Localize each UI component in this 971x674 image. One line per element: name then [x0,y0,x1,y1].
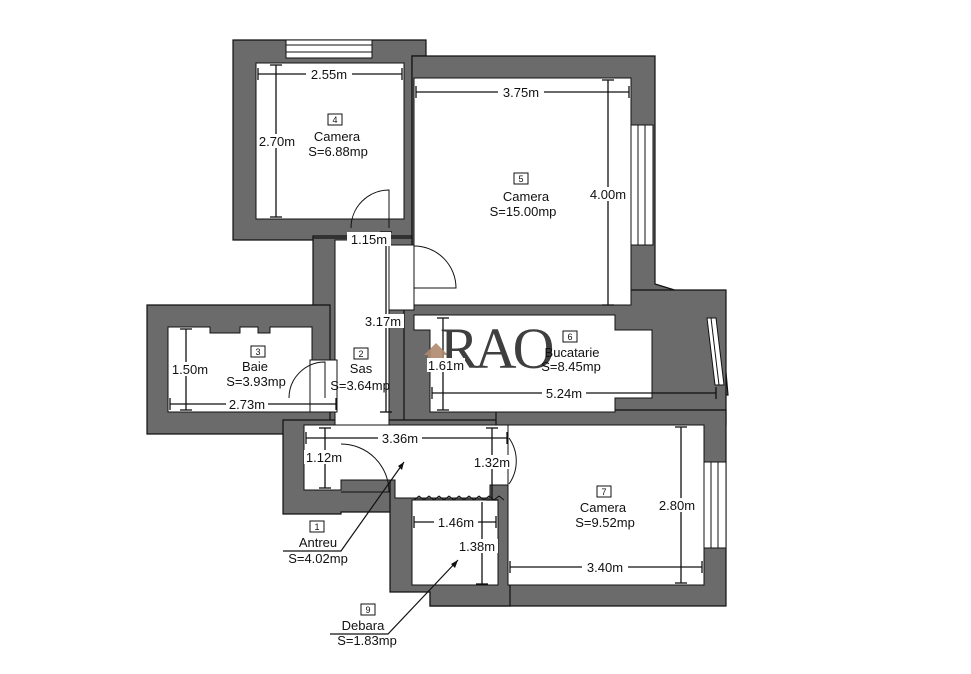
dim-kitchen-width: 5.24m [546,386,582,401]
room-number-box [513,172,529,185]
room-number-box [596,485,612,498]
room-name: Camera [580,500,627,515]
room-name: Debara [342,618,385,633]
leader-antreu [283,461,405,552]
dim-sas-width: 1.15m [351,232,387,247]
room-area: S=9.52mp [575,515,635,530]
room-name: Antreu [299,535,337,550]
leader-debara [330,559,459,635]
room-area: S=8.45mp [541,359,601,374]
room-number: 5 [518,174,523,184]
leader-debara-arrow [451,560,458,568]
doors [288,189,517,501]
room-label-7: 7 Camera S=9.52mp [575,485,635,530]
dim-cam4-height: 2.70m [259,134,295,149]
room-number: 1 [314,522,319,532]
room-number-box [353,347,369,360]
dim-cam7-width: 3.40m [587,560,623,575]
room-label-5: 5 Camera S=15.00mp [490,172,557,219]
door-room-4 [350,189,390,229]
door-room-5 [413,245,457,289]
window-room-4 [285,39,373,59]
room-number-box [360,603,376,616]
window-room-7 [703,461,727,549]
dim-cam7-height: 2.80m [659,498,695,513]
room-number-box [309,520,325,533]
room-label-9: 9 Debara S=1.83mp [337,603,397,648]
dim-debara-height: 1.38m [459,539,495,554]
baie-door-gap [309,359,338,413]
door-baie [288,361,326,399]
room-number: 9 [365,605,370,615]
room-area: S=3.93mp [226,374,286,389]
room-area: S=1.83mp [337,633,397,648]
dim-antreu-height: 1.12m [306,450,342,465]
sas-floor [334,239,390,426]
room-name: Sas [350,361,373,376]
room-number: 7 [601,487,606,497]
door-room-7 [508,437,517,485]
dimension-labels: 2.55m 2.70m 3.75m 4.00m 1.15m 3.17m 1.50… [170,67,699,575]
window-room-5 [630,124,654,246]
dim-sas-height: 3.17m [365,314,401,329]
dim-baie-height: 1.50m [172,362,208,377]
room-name: Bucatarie [545,345,600,360]
dim-cam4-width: 2.55m [311,67,347,82]
dim-kitchen-height: 1.61m [428,358,464,373]
room-label-1: 1 Antreu S=4.02mp [288,520,348,566]
room-number: 4 [332,115,337,125]
room-interiors [167,62,705,586]
room-label-2: 2 Sas S=3.64mp [330,347,390,393]
room-area: S=6.88mp [308,144,368,159]
leader-antreu-arrow [398,462,404,470]
room-label-4: 4 Camera S=6.88mp [308,113,368,159]
dim-cam5-width: 3.75m [503,85,539,100]
sas-link [388,244,415,311]
dim-hall-width: 3.36m [382,431,418,446]
dim-hall-height: 1.32m [474,455,510,470]
room-number-box [327,113,343,126]
room-name: Camera [314,129,361,144]
door-entrance [340,443,390,493]
dim-cam5-height: 4.00m [590,187,626,202]
room-number: 3 [255,347,260,357]
room-label-6: 6 Bucatarie S=8.45mp [541,330,601,374]
room-area: S=3.64mp [330,378,390,393]
leader-lines [283,461,459,635]
room-area: S=4.02mp [288,551,348,566]
room-name: Camera [503,189,550,204]
dim-debara-width: 1.46m [438,515,474,530]
kitchen-floor [413,314,653,413]
windows [285,39,727,549]
room-label-3: 3 Baie S=3.93mp [226,345,286,389]
room-number: 2 [358,349,363,359]
window-kitchen [706,317,725,386]
door-debara [413,495,505,501]
room-number: 6 [567,332,572,342]
room-name: Baie [242,359,268,374]
room-number-box [562,330,578,343]
dim-baie-width: 2.73m [229,397,265,412]
room-area: S=15.00mp [490,204,557,219]
room-number-box [250,345,266,358]
